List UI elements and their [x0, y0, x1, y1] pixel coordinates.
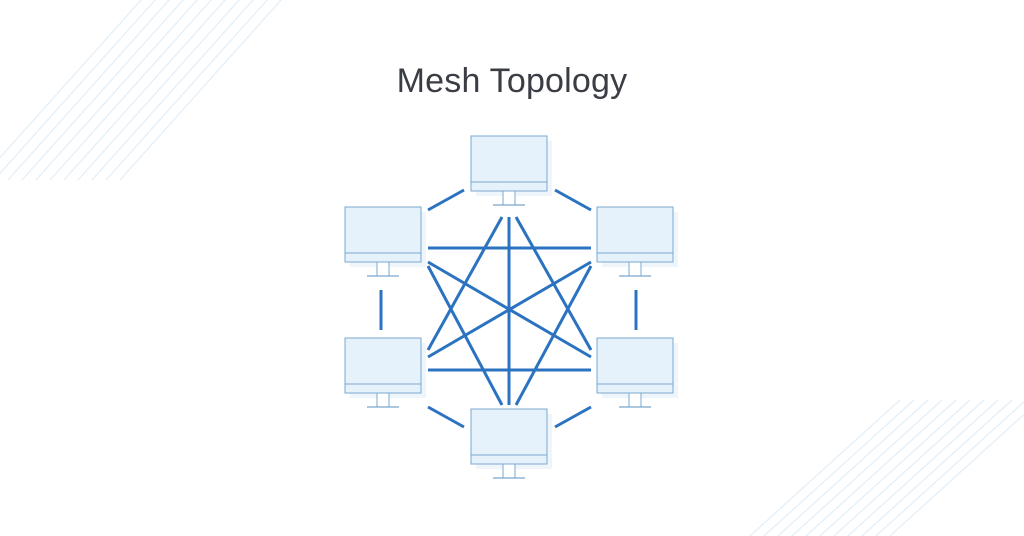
monitor-neck: [628, 392, 642, 408]
link-upper-right-lower-left: [427, 260, 592, 359]
computer-monitor-icon: [470, 408, 552, 479]
decor-stripe: [875, 401, 1024, 536]
computer-nodes: [344, 135, 678, 479]
decor-stripe: [777, 399, 929, 536]
link-top-upper-left: [427, 188, 465, 212]
page-title: Mesh Topology: [396, 62, 628, 100]
decor-stripe: [791, 399, 943, 536]
computer-monitor-icon: [344, 206, 426, 277]
decor-stripe: [819, 399, 971, 536]
decor-stripe: [105, 0, 268, 181]
decor-stripe: [7, 0, 170, 181]
monitor-screen: [344, 337, 422, 394]
monitor-screen: [596, 337, 674, 394]
computer-monitor-icon: [344, 337, 426, 408]
monitor-screen: [596, 206, 674, 263]
mesh-links: [379, 188, 638, 429]
link-lower-right-bottom: [554, 405, 592, 429]
monitor-screen: [470, 135, 548, 192]
link-upper-right-bottom: [514, 265, 593, 406]
decor-stripe: [889, 413, 1024, 536]
decor-stripe: [119, 0, 282, 181]
decor-stripe: [35, 0, 198, 181]
decor-stripe: [0, 0, 142, 159]
decor-stripe: [49, 0, 212, 181]
decor-stripe: [77, 0, 240, 181]
decor-stripe: [763, 399, 915, 536]
monitor-neck: [628, 261, 642, 277]
decor-stripe: [749, 399, 901, 536]
decor-stripe: [0, 0, 156, 175]
monitor-neck: [376, 261, 390, 277]
computer-monitor-icon: [596, 206, 678, 277]
computer-monitor-icon: [596, 337, 678, 408]
decor-stripe: [21, 0, 184, 181]
link-top-upper-right: [554, 188, 592, 212]
decor-stripe: [63, 0, 226, 181]
decor-stripe: [833, 399, 985, 536]
decor-stripe: [91, 0, 254, 181]
decor-stripe: [861, 399, 1013, 536]
monitor-screen: [344, 206, 422, 263]
decor-stripe: [847, 399, 999, 536]
monitor-neck: [502, 463, 516, 479]
computer-monitor-icon: [470, 135, 552, 206]
link-lower-left-bottom: [427, 405, 465, 429]
monitor-screen: [470, 408, 548, 465]
monitor-neck: [502, 190, 516, 206]
decor-stripe: [805, 399, 957, 536]
monitor-neck: [376, 392, 390, 408]
